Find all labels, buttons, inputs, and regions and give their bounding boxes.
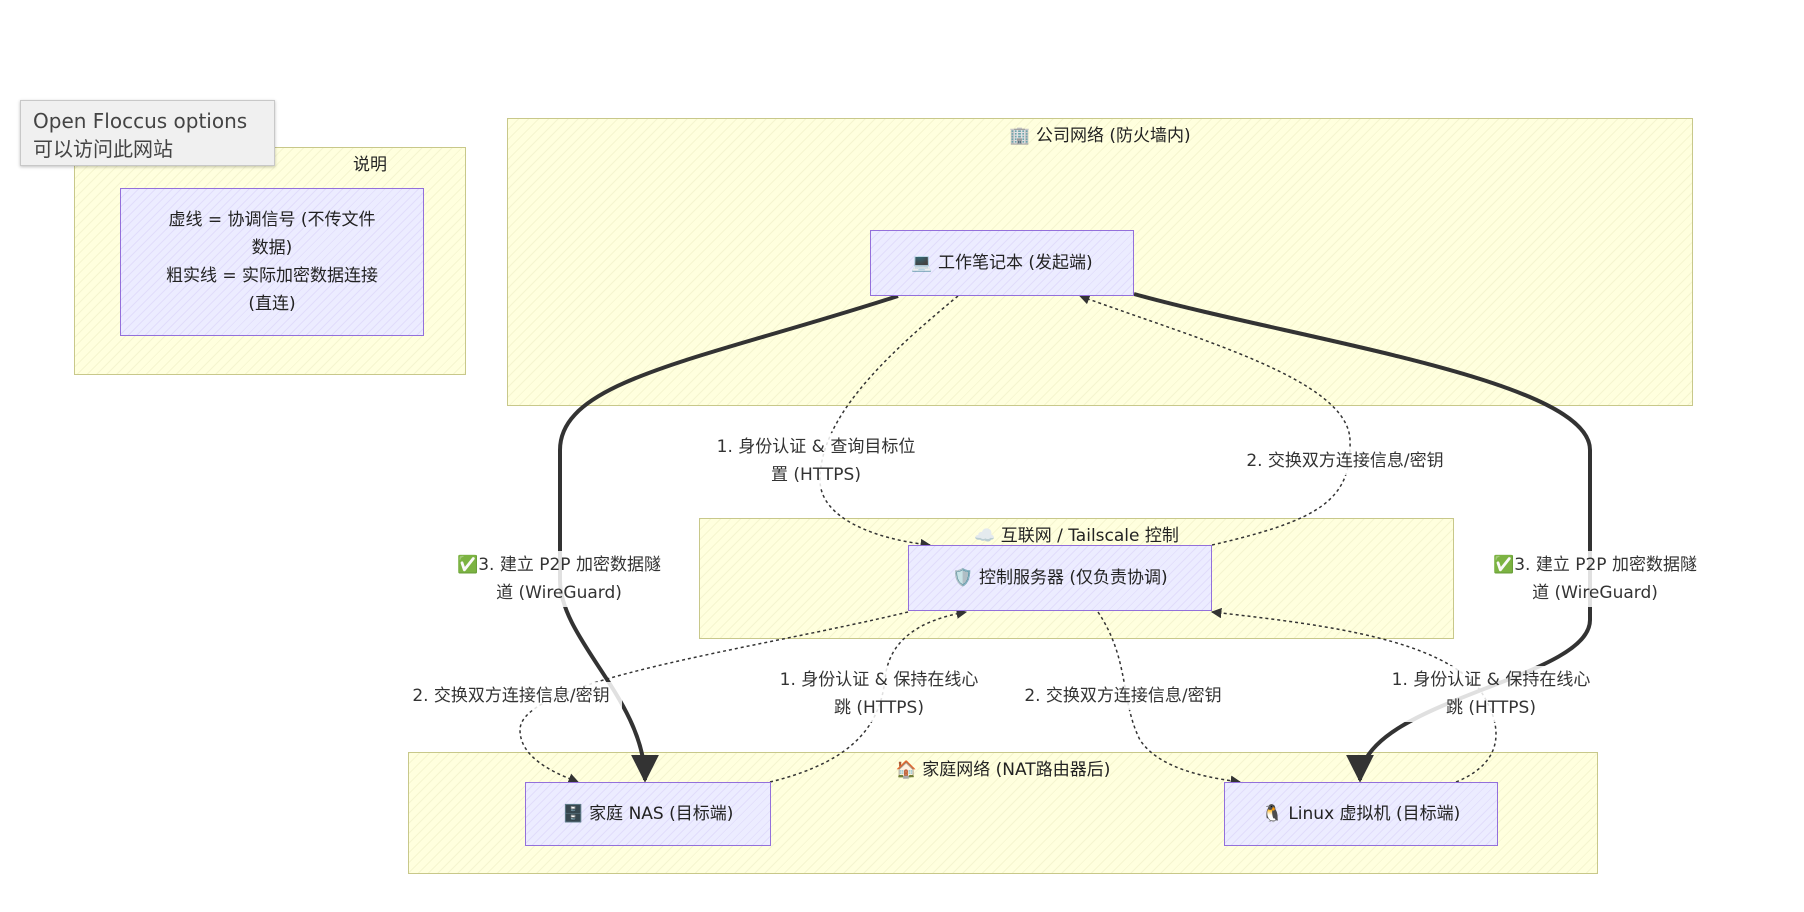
label-nas-auth-line-2: 跳 (HTTPS) xyxy=(834,698,924,718)
label-nas-auth-line-1: 1. 身份认证 & 保持在线心 xyxy=(779,670,979,690)
label-nas-exchange: 2. 交换双方连接信息/密钥 xyxy=(400,682,622,710)
legend-line-3: 粗实线 = 实际加密数据连接 xyxy=(165,266,379,286)
label-linux-auth-line-1: 1. 身份认证 & 保持在线心 xyxy=(1391,670,1591,690)
label-linux-auth: 1. 身份认证 & 保持在线心 跳 (HTTPS) xyxy=(1380,666,1602,722)
legend-line-4: (直连) xyxy=(248,294,296,314)
label-p2p-left: ✅3. 建立 P2P 加密数据隧 道 (WireGuard) xyxy=(446,551,672,607)
label-laptop-exchange: 2. 交换双方连接信息/密钥 xyxy=(1235,447,1455,475)
legend-line-2: 数据) xyxy=(251,238,293,258)
label-laptop-auth: 1. 身份认证 & 查询目标位 置 (HTTPS) xyxy=(700,433,932,489)
edge-exchange-control-laptop xyxy=(1079,294,1351,546)
floccus-tooltip: Open Floccus options 可以访问此网站 xyxy=(20,100,275,166)
tooltip-line-1: Open Floccus options xyxy=(33,109,248,133)
label-p2p-right-line-1: ✅3. 建立 P2P 加密数据隧 xyxy=(1493,555,1697,575)
label-p2p-left-line-1: ✅3. 建立 P2P 加密数据隧 xyxy=(457,555,661,575)
node-linux-vm[interactable]: 🐧 Linux 虚拟机 (目标端) xyxy=(1224,782,1498,846)
label-laptop-auth-line-1: 1. 身份认证 & 查询目标位 xyxy=(716,437,916,457)
cluster-internet-title: ☁️ 互联网 / Tailscale 控制 xyxy=(974,526,1179,546)
cluster-legend-title: 说明 xyxy=(353,155,387,175)
node-home-nas[interactable]: 🗄️ 家庭 NAS (目标端) xyxy=(525,782,771,846)
label-laptop-auth-line-2: 置 (HTTPS) xyxy=(771,465,861,485)
cluster-home-title: 🏠 家庭网络 (NAT路由器后) xyxy=(895,760,1111,780)
edge-auth-linux-control xyxy=(1210,607,1497,783)
node-control-server[interactable]: 🛡️ 控制服务器 (仅负责协调) xyxy=(908,545,1212,611)
cluster-internet: ☁️ 互联网 / Tailscale 控制 xyxy=(699,518,1454,639)
label-p2p-left-line-2: 道 (WireGuard) xyxy=(496,583,622,603)
cluster-company-title: 🏢 公司网络 (防火墙内) xyxy=(1009,126,1191,146)
legend-line-1: 虚线 = 协调信号 (不传文件 xyxy=(168,210,376,230)
edge-auth-laptop-control xyxy=(819,295,959,550)
edge-exchange-control-linux xyxy=(1097,611,1242,786)
label-p2p-right-line-2: 道 (WireGuard) xyxy=(1532,583,1658,603)
tooltip-line-2: 可以访问此网站 xyxy=(33,137,173,161)
label-linux-exchange: 2. 交换双方连接信息/密钥 xyxy=(1012,682,1234,710)
label-p2p-right: ✅3. 建立 P2P 加密数据隧 道 (WireGuard) xyxy=(1482,551,1708,607)
label-linux-auth-line-2: 跳 (HTTPS) xyxy=(1446,698,1536,718)
node-work-laptop[interactable]: 💻 工作笔记本 (发起端) xyxy=(870,230,1134,296)
label-nas-auth: 1. 身份认证 & 保持在线心 跳 (HTTPS) xyxy=(768,666,990,722)
legend-box: 虚线 = 协调信号 (不传文件 数据) 粗实线 = 实际加密数据连接 (直连) xyxy=(120,188,424,336)
